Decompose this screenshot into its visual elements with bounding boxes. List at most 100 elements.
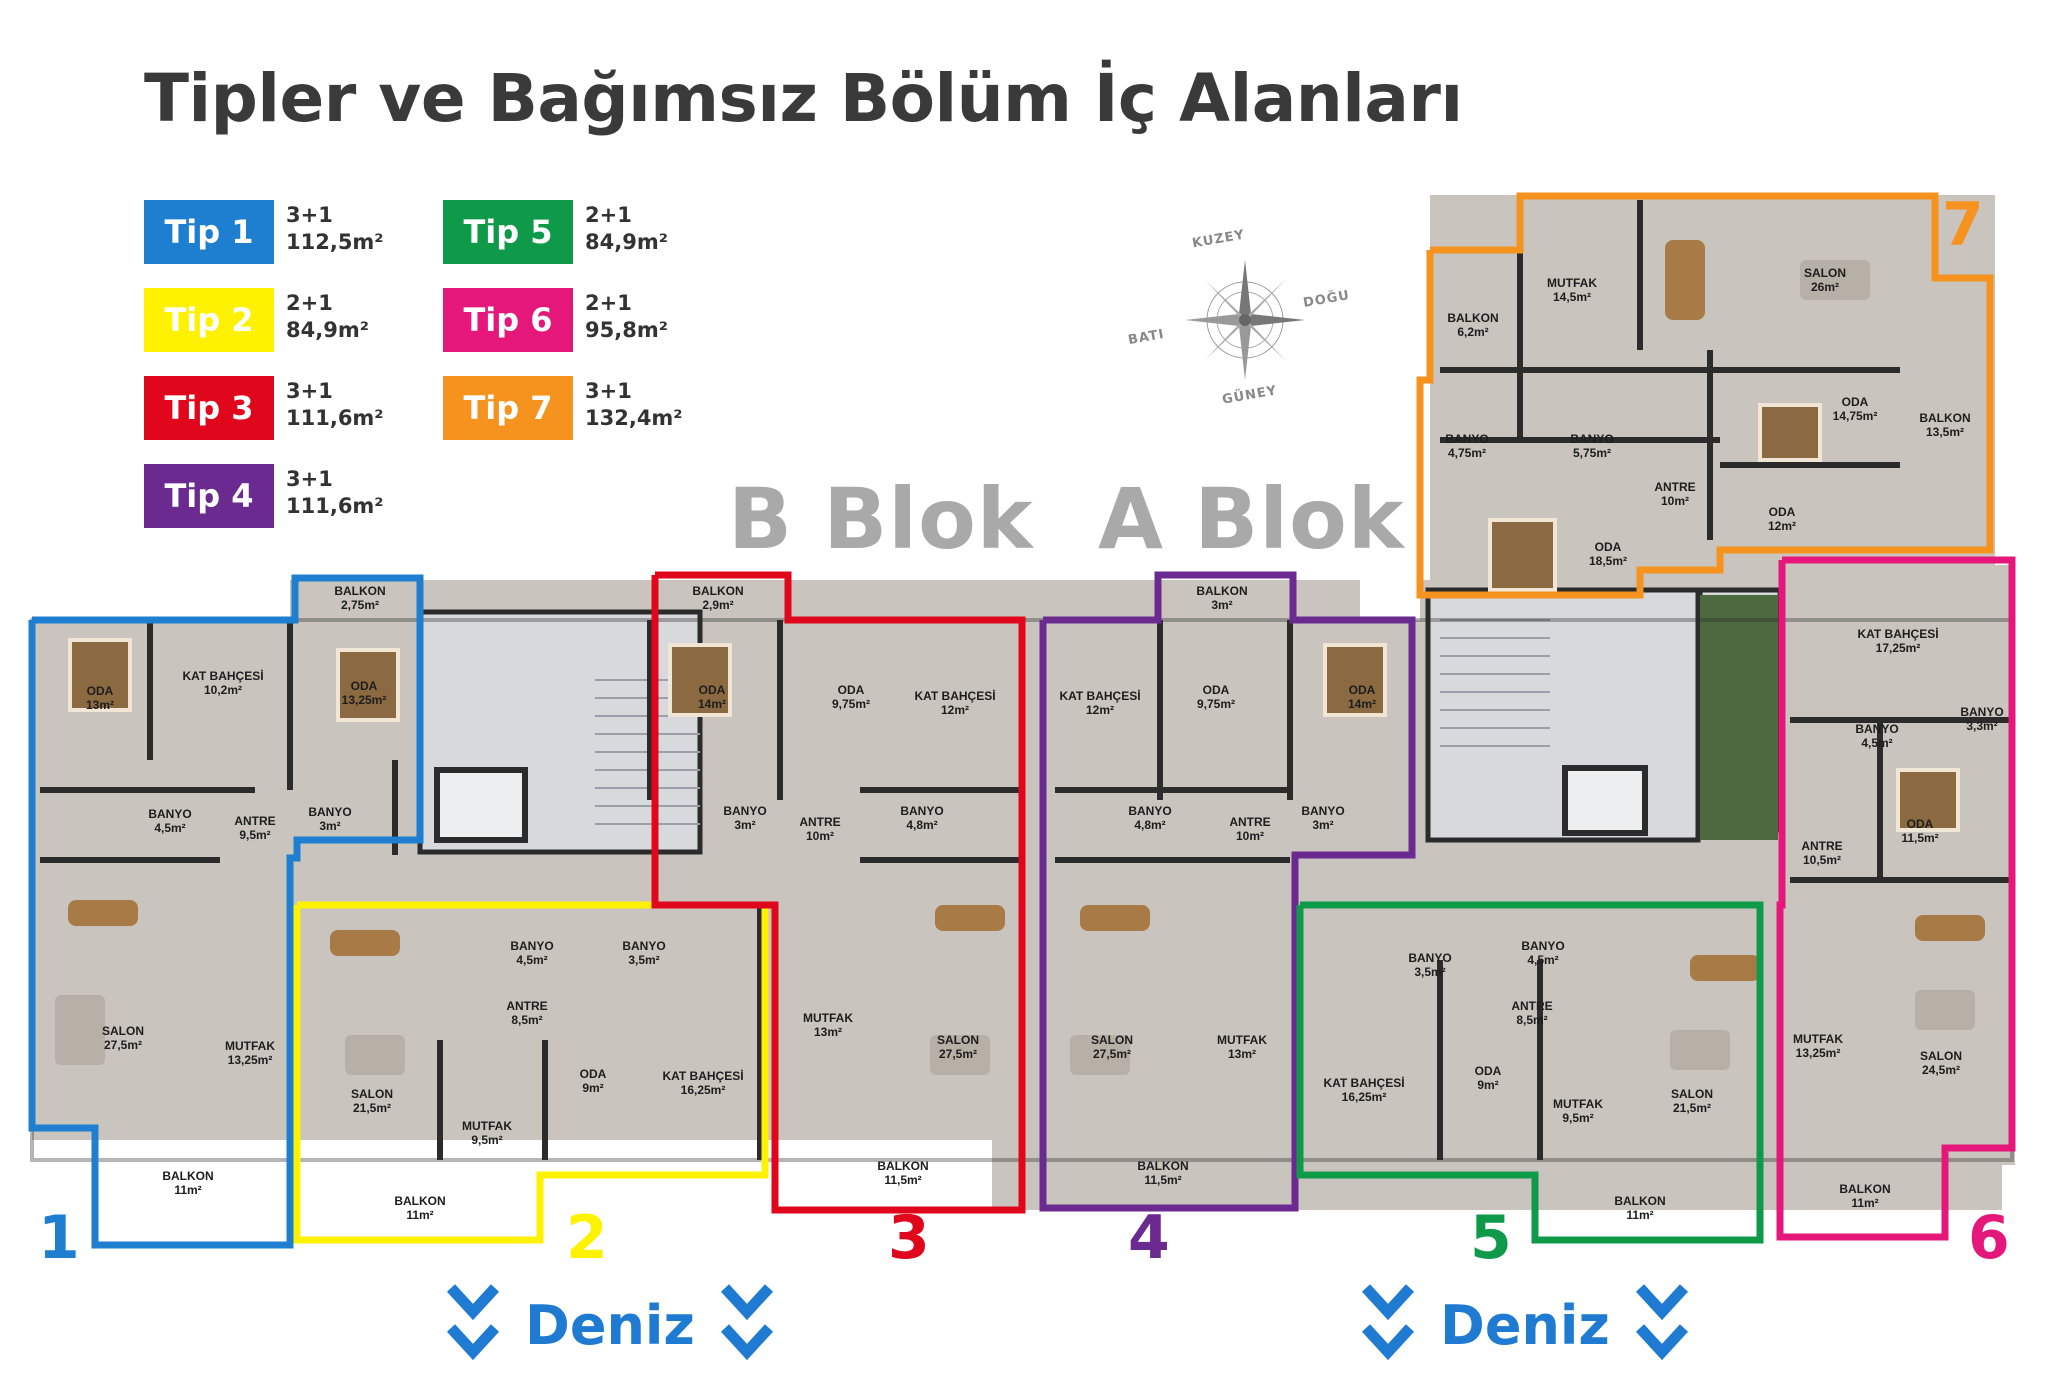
room-area-label: 3,5m²: [628, 953, 659, 967]
room-area-label: 21,5m²: [1673, 1101, 1711, 1115]
room-name-label: BANYO: [1521, 939, 1564, 953]
room-area-label: 9,5m²: [239, 828, 270, 842]
room-area-label: 14m²: [698, 697, 726, 711]
room-name-label: ODA: [838, 683, 865, 697]
room-area-label: 5,75m²: [1573, 446, 1611, 460]
room-name-label: KAT BAHÇESİ: [662, 1068, 743, 1083]
room-area-label: 8,5m²: [511, 1013, 542, 1027]
room-area-label: 3,5m²: [1414, 965, 1445, 979]
room-name-label: BANYO: [900, 804, 943, 818]
room-area-label: 11m²: [1851, 1196, 1878, 1210]
room-name-label: BANYO: [1445, 432, 1488, 446]
room-area-label: 8,5m²: [1516, 1013, 1547, 1027]
room-area-label: 3,3m²: [1966, 719, 1997, 733]
chevron-down-icon: [446, 1284, 500, 1361]
room-name-label: BANYO: [1960, 705, 2003, 719]
room-area-label: 3m²: [319, 819, 340, 833]
legend-rooms: 3+1: [286, 379, 333, 403]
room-name-label: ODA: [1349, 683, 1376, 697]
room-area-label: 18,5m²: [1589, 554, 1627, 568]
room-area-label: 13m²: [86, 698, 114, 712]
unit-outline-tip-1: [28, 574, 424, 1249]
room-area-label: 10m²: [806, 829, 834, 843]
legend-badge: Tip 2: [144, 288, 274, 352]
room-area-label: 11,5m²: [1901, 831, 1938, 845]
unit-number-7: 7: [1942, 190, 1984, 260]
room-name-label: MUTFAK: [462, 1119, 512, 1133]
room-name-label: ANTRE: [1801, 839, 1842, 853]
room-name-label: BANYO: [1855, 722, 1898, 736]
legend-badge: Tip 3: [144, 376, 274, 440]
building-floor: [1785, 565, 2015, 1165]
unit-outline-tip-6: [1776, 556, 2016, 1241]
dining-table: [1915, 915, 1985, 941]
room-area-label: 9,75m²: [832, 697, 870, 711]
legend-rooms: 2+1: [585, 203, 632, 227]
bed: [1758, 403, 1822, 462]
room-area-label: 9m²: [1477, 1078, 1498, 1092]
room-area-label: 21,5m²: [353, 1101, 391, 1115]
room-area-label: 16,25m²: [1342, 1090, 1387, 1104]
unit-number-4: 4: [1128, 1203, 1170, 1273]
legend-area: 132,4m²: [585, 406, 683, 430]
sofa: [1800, 260, 1870, 300]
legend-badge: Tip 6: [443, 288, 573, 352]
room-name-label: BANYO: [148, 807, 191, 821]
sea-label: Deniz: [1440, 1293, 1610, 1357]
room-name-label: MUTFAK: [225, 1039, 275, 1053]
room-name-label: ANTRE: [1229, 815, 1270, 829]
room-name-label: SALON: [1671, 1087, 1713, 1101]
chevron-down-icon: [720, 1284, 773, 1361]
room-name-label: ODA: [351, 679, 378, 693]
room-name-label: BANYO: [622, 939, 665, 953]
unit-number-6: 6: [1968, 1203, 2010, 1273]
compass-rose-icon: [1185, 260, 1305, 380]
room-name-label: ODA: [87, 684, 114, 698]
block-a-label: A Blok: [1098, 470, 1405, 568]
room-area-label: 4,75m²: [1448, 446, 1486, 460]
room-name-label: KAT BAHÇESİ: [1323, 1075, 1404, 1090]
legend-badge: Tip 4: [144, 464, 274, 528]
dining-table: [935, 905, 1005, 931]
room-name-label: ODA: [1595, 540, 1622, 554]
legend-area: 111,6m²: [286, 494, 384, 518]
room-area-label: 9,75m²: [1197, 697, 1235, 711]
room-area-label: 12m²: [941, 703, 969, 717]
room-area-label: 13,5m²: [1926, 425, 1964, 439]
room-area-label: 11,5m²: [884, 1173, 921, 1187]
sofa: [55, 995, 105, 1065]
dining-table: [330, 930, 400, 956]
room-name-label: BALKON: [877, 1159, 928, 1173]
room-name-label: BANYO: [723, 804, 766, 818]
elevator-icon: [434, 767, 528, 843]
room-name-label: BALKON: [1196, 584, 1247, 598]
sofa: [1915, 990, 1975, 1030]
room-area-label: 10,5m²: [1803, 853, 1841, 867]
room-name-label: ANTRE: [1511, 999, 1552, 1013]
room-name-label: ODA: [580, 1067, 607, 1081]
unit-number-3: 3: [888, 1203, 930, 1273]
room-area-label: 4,5m²: [1861, 736, 1892, 750]
room-name-label: BANYO: [1570, 432, 1613, 446]
room-area-label: 14,5m²: [1553, 290, 1591, 304]
room-area-label: 10m²: [1661, 494, 1689, 508]
unit-number-1: 1: [38, 1203, 80, 1273]
bed: [1488, 518, 1557, 592]
room-area-label: 11m²: [174, 1183, 201, 1197]
room-name-label: ODA: [1203, 683, 1230, 697]
room-area-label: 3m²: [1211, 598, 1232, 612]
room-name-label: SALON: [1804, 266, 1846, 280]
room-name-label: SALON: [1920, 1049, 1962, 1063]
room-area-label: 3m²: [734, 818, 755, 832]
room-area-label: 13m²: [1228, 1047, 1256, 1061]
chevron-down-icon: [1635, 1284, 1688, 1361]
room-area-label: 4,5m²: [154, 821, 185, 835]
room-area-label: 13,25m²: [342, 693, 387, 707]
room-area-label: 9m²: [582, 1081, 603, 1095]
sofa: [345, 1035, 405, 1075]
room-area-label: 13,25m²: [1796, 1046, 1841, 1060]
room-name-label: ANTRE: [234, 814, 275, 828]
room-name-label: ANTRE: [506, 999, 547, 1013]
room-area-label: 4,8m²: [906, 818, 937, 832]
